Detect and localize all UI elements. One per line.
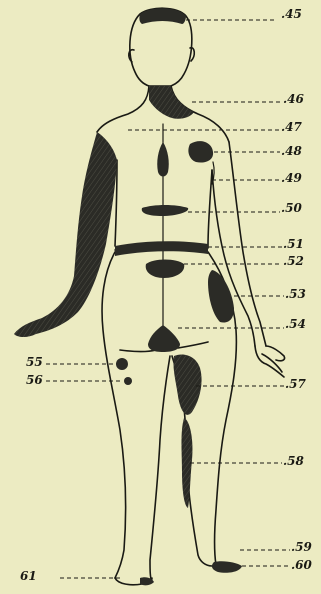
region-56-spot [124,377,132,385]
label-61: 61 [20,570,37,582]
left-hip-outline [102,252,126,578]
label-48: .48 [281,145,302,157]
label-47: .47 [281,121,302,133]
region-51-waist-band [115,241,208,256]
inner-left-leg-outline [150,356,170,582]
region-54-sacrum [148,325,180,352]
region-52-lower-back [146,260,185,279]
label-58: .58 [283,455,304,467]
label-52: .52 [283,255,304,267]
region-48-upper-back [188,141,213,162]
label-46: .46 [283,93,304,105]
torso-right-outline [208,170,212,246]
label-60: .60 [291,559,312,571]
label-53: .53 [285,288,306,300]
label-51: .51 [283,238,304,250]
region-57-thigh [173,355,201,415]
label-50: .50 [281,202,302,214]
label-45: .45 [281,8,302,20]
left-shoulder-outline [97,86,149,132]
label-56: 56 [26,374,43,386]
right-hand-outline [255,346,285,377]
label-57: .57 [285,378,306,390]
label-54: .54 [285,318,306,330]
shaded-regions [14,8,242,585]
region-49-spine-upper [157,142,169,177]
label-49: .49 [281,172,302,184]
region-55-spot [116,358,128,370]
region-59-60-heel [212,561,242,573]
region-50-mid-back [142,205,188,216]
region-46-neck [149,86,194,119]
label-55: 55 [26,356,43,368]
label-59: .59 [291,541,312,553]
